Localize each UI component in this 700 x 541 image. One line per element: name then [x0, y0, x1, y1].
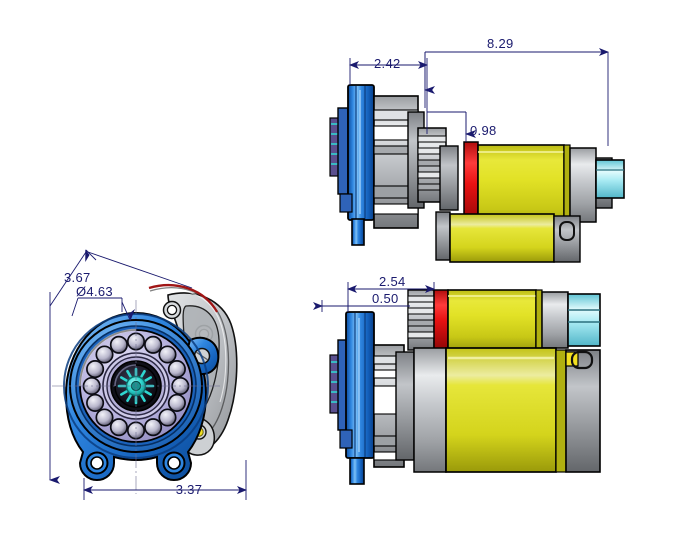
side-view-upper-gear-housing: [373, 95, 459, 229]
side-view-upper-end-cap: [595, 159, 625, 199]
side-view-lower-gear-housing: [373, 344, 447, 473]
side-view-lower: [329, 289, 601, 485]
side-view-upper-flange: [337, 84, 375, 246]
front-view: [52, 284, 238, 494]
dimension-3-37-text: 3.37: [176, 482, 203, 497]
dimension-3-37: 3.37: [83, 460, 247, 500]
side-view-upper-motor-body: [435, 211, 581, 263]
side-view-lower-end-cap: [567, 293, 601, 347]
side-view-lower-flange: [337, 311, 375, 485]
front-view-centerlines: [52, 300, 222, 494]
dimension-0-50-text: 0.50: [372, 291, 399, 306]
dimension-3-67: 3.67: [49, 249, 193, 484]
dimension-2-54: 2.54: [347, 274, 435, 312]
side-view-upper-end-boss: [569, 147, 597, 223]
side-view-lower-motor-body: [445, 347, 567, 473]
dimension-dia-4-63-text: Ø4.63: [76, 284, 113, 299]
dimension-3-67-text: 3.67: [64, 270, 91, 285]
dimension-2-54-text: 2.54: [379, 274, 406, 289]
side-view-upper: [329, 84, 625, 263]
dimension-dia-4-63: Ø4.63: [71, 284, 135, 321]
dimension-0-98: 0.98: [426, 111, 497, 142]
dimension-0-50: 0.50: [313, 291, 410, 312]
dimension-0-98-text: 0.98: [470, 123, 497, 138]
side-view-lower-end-housing: [565, 349, 601, 473]
dimension-8-29-text: 8.29: [487, 36, 514, 51]
front-view-bolt-circle: [82, 332, 190, 440]
dimension-2-42: 2.42: [349, 56, 428, 112]
dimension-8-29: 8.29: [424, 36, 609, 146]
side-view-lower-solenoid: [407, 289, 601, 351]
dimension-2-42-text: 2.42: [374, 56, 401, 71]
side-view-lower-seal-band: [433, 289, 449, 351]
